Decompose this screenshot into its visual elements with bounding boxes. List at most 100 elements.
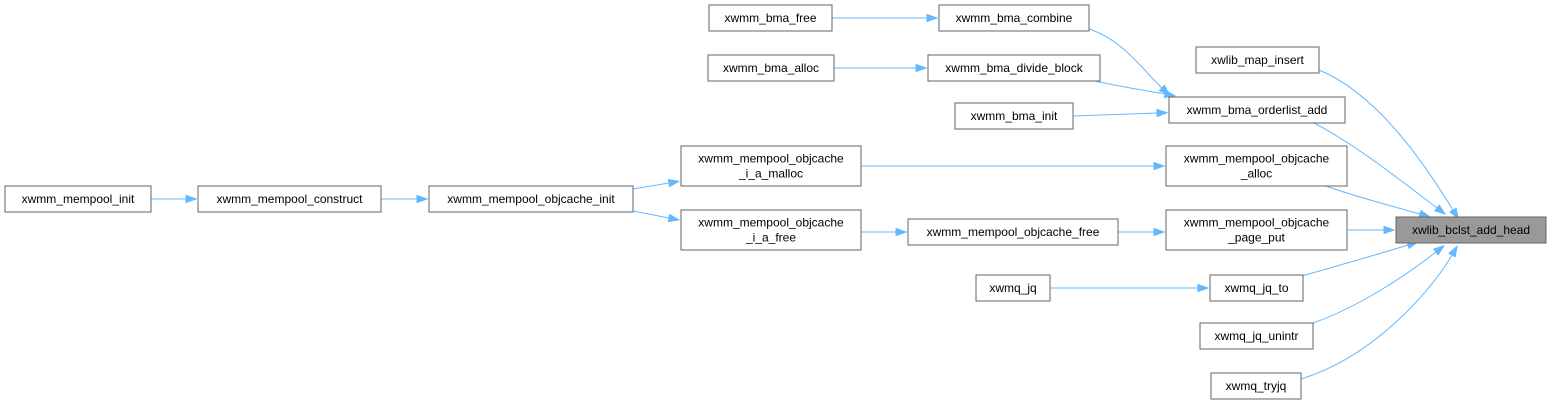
call-edge: [1347, 225, 1396, 235]
node-xwmm-mempool-init[interactable]: xwmm_mempool_init: [4, 185, 152, 213]
call-edge: [1312, 244, 1446, 324]
node-xwmm-mempool-objcache-free[interactable]: xwmm_mempool_objcache_free: [907, 218, 1119, 246]
node-box: [975, 274, 1051, 302]
node-box: [708, 4, 833, 32]
node-box: [1209, 274, 1304, 302]
call-edge: [1300, 245, 1458, 380]
node-box: [707, 54, 835, 82]
node-xwlib-map-insert[interactable]: xwlib_map_insert: [1195, 46, 1320, 74]
call-edge: [632, 178, 681, 190]
node-label: xwmm_bma_divide_block: [945, 61, 1083, 75]
node-box: [1210, 372, 1302, 400]
node-label: xwmm_mempool_objcache: [1184, 216, 1330, 230]
arrowhead-icon: [1153, 161, 1166, 171]
node-label: xwmm_mempool_objcache: [698, 152, 844, 166]
node-label: xwmm_mempool_objcache: [1184, 152, 1330, 166]
node-box: [938, 4, 1090, 32]
node-xwmm-bma-alloc[interactable]: xwmm_bma_alloc: [707, 54, 835, 82]
node-label: xwmm_bma_free: [724, 11, 816, 25]
node-box: [428, 185, 634, 213]
arrowhead-icon: [185, 194, 198, 204]
node-label: xwlib_map_insert: [1211, 53, 1304, 67]
node-box: [927, 54, 1101, 82]
node-box: [1195, 46, 1320, 74]
edge-line: [632, 182, 670, 190]
node-label: xwmm_mempool_objcache_init: [447, 192, 615, 206]
edge-line: [1088, 28, 1163, 89]
node-label: _alloc: [1240, 167, 1272, 181]
call-edge: [832, 13, 939, 23]
arrowhead-icon: [895, 227, 908, 237]
node-box: [1168, 96, 1346, 124]
edge-line: [632, 210, 670, 219]
node-xwmm-mempool-objcache-init[interactable]: xwmm_mempool_objcache_init: [428, 185, 634, 213]
call-edge: [1050, 283, 1210, 293]
node-label: xwmm_bma_alloc: [723, 61, 819, 75]
node-xwmm-mempool-objcache-i-a-malloc[interactable]: xwmm_mempool_objcache_i_a_malloc: [680, 145, 862, 187]
node-xwmq-jq-to[interactable]: xwmq_jq_to: [1209, 274, 1304, 302]
edge-line: [1300, 254, 1453, 380]
arrowhead-icon: [667, 213, 681, 223]
node-label: xwmm_bma_init: [971, 109, 1058, 123]
arrowhead-icon: [667, 178, 681, 188]
arrowhead-icon: [1448, 245, 1458, 258]
call-edge: [1318, 69, 1460, 220]
node-label: xwmq_jq_unintr: [1214, 329, 1298, 343]
arrowhead-icon: [1432, 244, 1446, 256]
edge-line: [1094, 80, 1166, 95]
function-nodes: xwlib_bclst_add_headxwlib_map_insertxwmm…: [4, 4, 1547, 400]
node-xwmm-bma-combine[interactable]: xwmm_bma_combine: [938, 4, 1090, 32]
node-label: _i_a_malloc: [738, 167, 803, 181]
node-label: xwmm_mempool_objcache_free: [927, 225, 1100, 239]
node-xwmq-jq[interactable]: xwmq_jq: [975, 274, 1051, 302]
edge-line: [1072, 112, 1158, 117]
node-label: _page_put: [1227, 231, 1285, 245]
node-xwmm-bma-init[interactable]: xwmm_bma_init: [954, 102, 1074, 130]
node-label: xwmm_mempool_construct: [216, 192, 363, 206]
node-box: [680, 145, 862, 187]
node-box: [1199, 322, 1314, 350]
arrowhead-icon: [1449, 207, 1460, 220]
node-box: [680, 209, 862, 251]
node-label: xwmm_bma_combine: [956, 11, 1073, 25]
node-box: [1395, 216, 1547, 244]
node-xwmm-mempool-objcache-page-put[interactable]: xwmm_mempool_objcache_page_put: [1165, 209, 1348, 251]
call-edge: [1088, 28, 1171, 96]
arrowhead-icon: [1163, 89, 1177, 99]
call-edge: [861, 161, 1166, 171]
node-label: xwmq_tryjq: [1226, 379, 1287, 393]
edge-line: [1325, 185, 1421, 215]
node-label: _i_a_free: [745, 231, 796, 245]
call-edge: [1313, 122, 1447, 215]
node-label: xwmq_jq: [989, 281, 1036, 295]
node-xwmm-mempool-construct[interactable]: xwmm_mempool_construct: [197, 185, 382, 213]
arrowhead-icon: [926, 13, 939, 23]
node-xwlib-bclst-add-head[interactable]: xwlib_bclst_add_head: [1395, 216, 1547, 244]
node-box: [954, 102, 1074, 130]
call-edge: [151, 194, 198, 204]
node-box: [197, 185, 382, 213]
arrowhead-icon: [1418, 209, 1432, 219]
edge-line: [1312, 251, 1437, 324]
node-xwmm-bma-free[interactable]: xwmm_bma_free: [708, 4, 833, 32]
node-box: [907, 218, 1119, 246]
node-xwmq-tryjq[interactable]: xwmq_tryjq: [1210, 372, 1302, 400]
node-xwmm-bma-orderlist-add[interactable]: xwmm_bma_orderlist_add: [1168, 96, 1346, 124]
edge-line: [1301, 244, 1409, 277]
arrowhead-icon: [416, 194, 429, 204]
arrowhead-icon: [1156, 108, 1169, 118]
node-xwmm-bma-divide-block[interactable]: xwmm_bma_divide_block: [927, 54, 1101, 82]
edge-line: [1318, 69, 1454, 211]
call-edge: [1072, 108, 1169, 118]
call-edge: [381, 194, 429, 204]
call-edge: [834, 63, 928, 73]
node-label: xwmm_mempool_init: [22, 192, 135, 206]
arrowhead-icon: [1433, 204, 1447, 215]
node-xwmm-mempool-objcache-i-a-free[interactable]: xwmm_mempool_objcache_i_a_free: [680, 209, 862, 251]
node-box: [1165, 145, 1348, 187]
node-xwmm-mempool-objcache-alloc[interactable]: xwmm_mempool_objcache_alloc: [1165, 145, 1348, 187]
edge-line: [1313, 122, 1438, 209]
node-xwmq-jq-unintr[interactable]: xwmq_jq_unintr: [1199, 322, 1314, 350]
call-edge: [861, 227, 908, 237]
